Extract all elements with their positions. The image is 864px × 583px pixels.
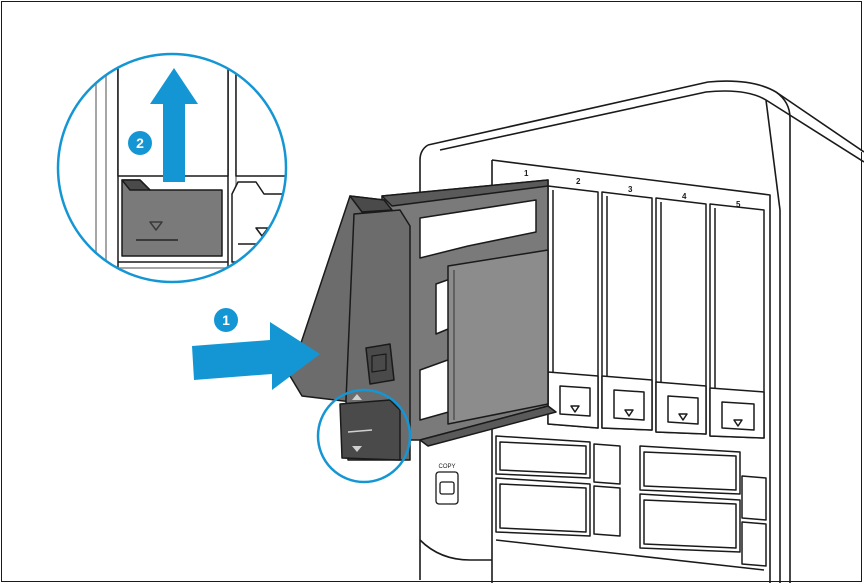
lower-slot-small-1 <box>593 443 621 485</box>
tray-front-plate <box>345 209 411 461</box>
drive-bays <box>547 185 765 439</box>
bay-label-1: 1 <box>524 169 529 178</box>
zoom-circle-outline <box>56 52 288 284</box>
bay-label-2: 2 <box>576 177 581 186</box>
step-badge-1: 1 <box>214 308 238 332</box>
drive-bay-3 <box>601 191 653 431</box>
bay-labels: 1 2 3 4 5 <box>524 169 741 209</box>
lower-slot-small-3 <box>741 475 767 521</box>
bay-label-3: 3 <box>628 185 633 194</box>
nas-enclosure <box>419 80 864 583</box>
arrow-right-icon <box>192 322 320 390</box>
lower-slot-small-2 <box>593 485 621 537</box>
zoom-latch <box>121 179 223 257</box>
lower-slots <box>495 435 767 571</box>
copy-label: COPY <box>438 464 455 470</box>
drive-bay-4 <box>655 197 707 435</box>
bay-label-4: 4 <box>682 192 687 201</box>
step-number-2: 2 <box>136 135 144 151</box>
lower-slot-small-4 <box>741 521 767 567</box>
step-number-1: 1 <box>222 312 230 328</box>
step-badge-2: 2 <box>128 131 152 155</box>
drive-bay-5 <box>709 203 765 439</box>
latch-callout-circle <box>316 388 412 484</box>
drive-bay-2 <box>547 185 599 429</box>
copy-button: COPY <box>435 464 459 505</box>
drive-tray <box>289 179 557 461</box>
arrow-up-icon <box>150 68 198 182</box>
bay-label-5: 5 <box>736 200 741 209</box>
